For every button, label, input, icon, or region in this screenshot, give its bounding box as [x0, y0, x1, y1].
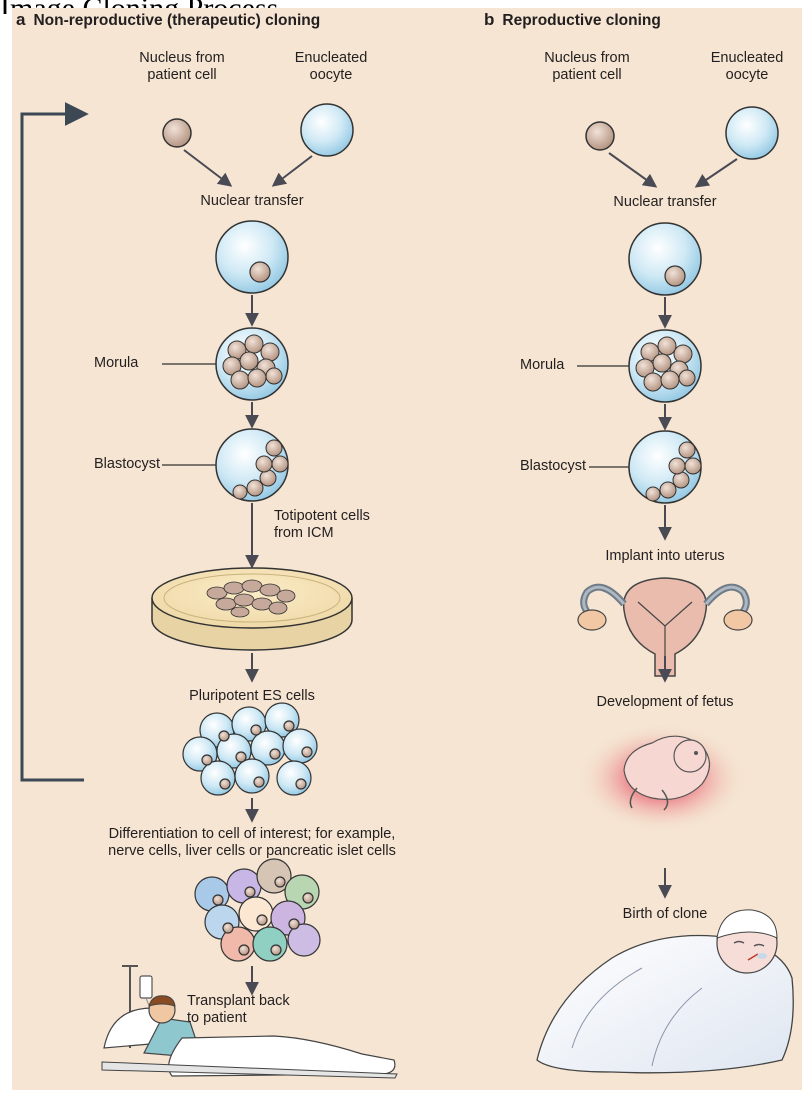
enucleated-oocyte-b [726, 107, 778, 159]
panel-a-letter: a [16, 10, 25, 29]
oocyte-label-b: Enucleated oocyte [692, 50, 802, 84]
blastocyst-label-a: Blastocyst [94, 456, 160, 473]
nuclear-transfer-label-b: Nuclear transfer [585, 194, 745, 211]
development-label: Development of fetus [555, 694, 775, 711]
morula-b [629, 330, 701, 402]
implant-label: Implant into uterus [565, 548, 765, 565]
pluripotent-label: Pluripotent ES cells [152, 688, 352, 705]
panel-b-letter: b [484, 10, 494, 29]
differentiation-label: Differentiation to cell of interest; for… [32, 826, 472, 860]
morula-label-a: Morula [94, 355, 138, 372]
panel-b-title-text: Reproductive cloning [502, 12, 660, 29]
differentiated-cells [195, 859, 320, 961]
oocyte-label-a: Enucleated oocyte [276, 50, 386, 84]
panel-b-title: b Reproductive cloning [484, 10, 661, 30]
enucleated-oocyte-a [301, 104, 353, 156]
nucleus-label-a: Nucleus from patient cell [122, 50, 242, 84]
birth-label: Birth of clone [585, 906, 745, 923]
reconstructed-cell-a [216, 221, 288, 293]
nucleus-label-b: Nucleus from patient cell [527, 50, 647, 84]
panel-a-title-text: Non-reproductive (therapeutic) cloning [33, 12, 320, 29]
blastocyst-label-b: Blastocyst [520, 458, 586, 475]
morula-label-b: Morula [520, 357, 564, 374]
panel-a-title: a Non-reproductive (therapeutic) cloning [16, 10, 320, 30]
nuclear-transfer-label-a: Nuclear transfer [172, 193, 332, 210]
swaddled-baby [537, 910, 793, 1073]
petri-dish [152, 568, 352, 650]
es-cell-cluster [183, 703, 317, 795]
patient-nucleus-a [163, 119, 191, 147]
patient-nucleus-b [586, 122, 614, 150]
blastocyst-b [629, 431, 701, 503]
transplant-label: Transplant back to patient [187, 993, 290, 1027]
blastocyst-a [216, 429, 288, 501]
patient-loop-line [22, 114, 84, 780]
reconstructed-cell-b [629, 223, 701, 295]
morula-a [216, 328, 288, 400]
totipotent-label: Totipotent cells from ICM [274, 508, 370, 542]
fetus [577, 723, 747, 833]
